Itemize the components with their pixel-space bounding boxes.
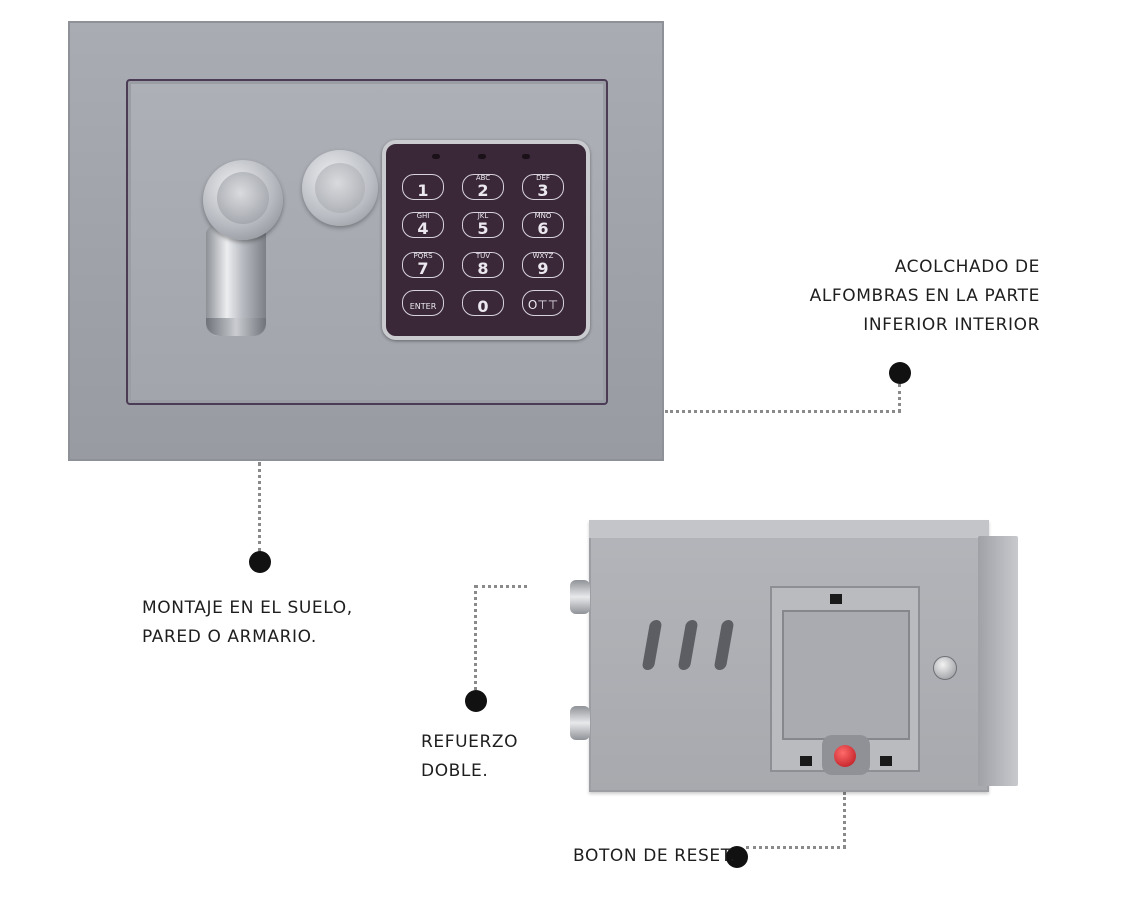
callout-dot-montaje bbox=[249, 551, 271, 573]
leader-alfombras-h bbox=[665, 410, 901, 413]
callout-refuerzo: REFUERZO DOBLE. bbox=[421, 732, 519, 781]
leader-reset-h bbox=[746, 846, 846, 849]
callout-dot-alfombras bbox=[889, 362, 911, 384]
callout-reset: BOTON DE RESET. bbox=[573, 846, 736, 866]
leader-alfombras-v bbox=[898, 384, 901, 412]
key-0: 0 bbox=[462, 290, 504, 316]
locking-bolt bbox=[570, 706, 590, 740]
led-indicator bbox=[432, 154, 440, 159]
battery-holder bbox=[782, 610, 910, 740]
override-lock-core bbox=[315, 163, 365, 213]
key-icon: O⊤⊤ bbox=[522, 290, 564, 316]
callout-alfombras: ACOLCHADO DE ALFOMBRAS EN LA PARTE INFER… bbox=[809, 257, 1040, 335]
callout-dot-refuerzo bbox=[465, 690, 487, 712]
leader-refuerzo-h bbox=[475, 585, 527, 588]
led-indicator bbox=[522, 154, 530, 159]
screw bbox=[933, 656, 957, 680]
callout-dot-reset bbox=[726, 846, 748, 868]
key-enter: ENTER bbox=[402, 290, 444, 316]
door-interior-top-edge bbox=[589, 520, 989, 538]
key-1: 1 bbox=[402, 174, 444, 200]
clip bbox=[880, 756, 892, 766]
safe-handle-cap bbox=[206, 318, 266, 336]
leader-refuerzo-v bbox=[474, 585, 477, 690]
reset-button bbox=[834, 745, 856, 767]
door-hinge-flange bbox=[978, 536, 1018, 786]
safe-handle bbox=[206, 226, 266, 336]
led-indicator bbox=[478, 154, 486, 159]
locking-bolt bbox=[570, 580, 590, 614]
handle-knob-center bbox=[217, 172, 269, 224]
clip bbox=[800, 756, 812, 766]
leader-montaje bbox=[258, 462, 261, 552]
leader-reset-v bbox=[843, 792, 846, 848]
callout-montaje: MONTAJE EN EL SUELO, PARED O ARMARIO. bbox=[142, 598, 353, 647]
clip bbox=[830, 594, 842, 604]
